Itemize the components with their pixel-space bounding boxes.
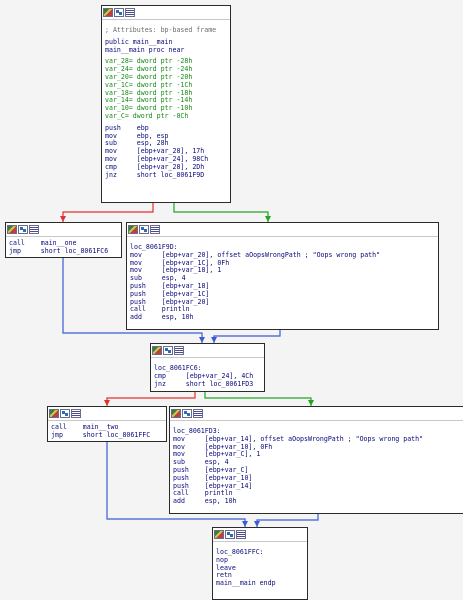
- instruction-line[interactable]: sub esp, 28h: [105, 139, 169, 148]
- block-code: ; Attributes: bp-based frame public main_…: [102, 20, 230, 181]
- instruction-line[interactable]: mov [ebp+var_24], 98Ch: [105, 154, 209, 163]
- stack-var-line[interactable]: var_14= dword ptr -14h: [105, 96, 193, 105]
- block-titlebar[interactable]: [127, 223, 438, 237]
- label-line[interactable]: main__main endp: [216, 579, 276, 588]
- label-line[interactable]: loc_8061F9D:: [130, 243, 178, 251]
- text-view-icon[interactable]: [71, 409, 81, 418]
- instruction-line[interactable]: sub esp, 4: [130, 274, 186, 283]
- block-titlebar[interactable]: [48, 407, 166, 421]
- block-main-entry[interactable]: ; Attributes: bp-based frame public main_…: [101, 5, 231, 203]
- instruction-line[interactable]: call main__two: [51, 423, 119, 431]
- block-titlebar[interactable]: [151, 344, 264, 358]
- stack-var-line[interactable]: var_18= dword ptr -18h: [105, 88, 193, 97]
- edge-loc-8061fc6-to-loc-8061fd3: [204, 392, 312, 406]
- instruction-line[interactable]: add esp, 10h: [130, 313, 194, 322]
- text-view-icon[interactable]: [236, 530, 246, 539]
- block-loc-8061fd3[interactable]: loc_8061FD3:mov [ebp+var_14], offset aOo…: [169, 406, 463, 514]
- stack-var-line[interactable]: var_20= dword ptr -20h: [105, 72, 193, 81]
- instruction-line[interactable]: cmp [ebp+var_24], 4Ch: [154, 371, 254, 380]
- set-color-icon[interactable]: [152, 346, 162, 355]
- edge-loc-8061f9d-to-loc-8061fc6: [213, 330, 281, 343]
- set-color-icon[interactable]: [214, 530, 224, 539]
- edge-loc-8061fd3-to-loc-8061ffc: [256, 514, 319, 527]
- instruction-line[interactable]: push [ebp+var_20]: [130, 297, 210, 306]
- instruction-line[interactable]: push [ebp+var_1C]: [130, 289, 210, 298]
- block-code: loc_8061FD3:mov [ebp+var_14], offset aOo…: [170, 421, 463, 508]
- text-view-icon[interactable]: [193, 409, 203, 418]
- block-titlebar[interactable]: [102, 6, 230, 20]
- stack-var-line[interactable]: var_C= dword ptr -0Ch: [105, 111, 189, 120]
- set-color-icon[interactable]: [49, 409, 59, 418]
- stack-var-line[interactable]: var_24= dword ptr -24h: [105, 65, 193, 74]
- group-nodes-icon[interactable]: [18, 225, 28, 234]
- block-code: loc_8061F9D:mov [ebp+var_20], offset aOo…: [127, 237, 438, 324]
- instruction-line[interactable]: jnz short loc_8061FD3: [154, 379, 254, 388]
- label-line[interactable]: loc_8061FD3:: [173, 427, 221, 435]
- block-titlebar[interactable]: [170, 407, 463, 421]
- instruction-line[interactable]: mov [ebp+var_28], 17h: [105, 147, 205, 156]
- instruction-line[interactable]: push [ebp+var_14]: [173, 481, 253, 490]
- text-view-icon[interactable]: [174, 346, 184, 355]
- block-loc-8061f9d[interactable]: loc_8061F9D:mov [ebp+var_20], offset aOo…: [126, 222, 439, 330]
- group-nodes-icon[interactable]: [139, 225, 149, 234]
- instruction-line[interactable]: mov [ebp+var_20], offset aOopsWrongPath …: [130, 250, 381, 259]
- instruction-line[interactable]: sub esp, 4: [173, 458, 229, 467]
- edge-main-entry-to-call-one: [62, 203, 154, 222]
- edge-loc-8061fc6-to-call-two: [106, 392, 196, 406]
- label-line[interactable]: main__main proc near: [105, 45, 185, 54]
- text-view-icon[interactable]: [125, 8, 135, 17]
- instruction-line[interactable]: jnz short loc_8061F9D: [105, 170, 205, 179]
- instruction-line[interactable]: add esp, 10h: [173, 497, 237, 506]
- label-line[interactable]: loc_8061FFC:: [216, 548, 264, 556]
- group-nodes-icon[interactable]: [225, 530, 235, 539]
- instruction-line[interactable]: push [ebp+var_18]: [130, 281, 210, 290]
- instruction-line[interactable]: jmp short loc_8061FFC: [51, 430, 151, 439]
- instruction-line[interactable]: cmp [ebp+var_28], 2Dh: [105, 162, 205, 171]
- instruction-line[interactable]: push [ebp+var_C]: [173, 465, 249, 474]
- instruction-line[interactable]: mov [ebp+var_10], 0Fh: [173, 442, 273, 451]
- stack-var-line[interactable]: var_10= dword ptr -10h: [105, 104, 193, 113]
- instruction-line[interactable]: nop: [216, 555, 228, 564]
- label-line[interactable]: loc_8061FC6:: [154, 364, 202, 372]
- stack-var-line[interactable]: var_1C= dword ptr -1Ch: [105, 80, 193, 89]
- group-nodes-icon[interactable]: [114, 8, 124, 17]
- label-line[interactable]: public main__main: [105, 37, 173, 46]
- instruction-line[interactable]: call println: [130, 305, 190, 314]
- group-nodes-icon[interactable]: [182, 409, 192, 418]
- stack-var-line[interactable]: var_28= dword ptr -28h: [105, 57, 193, 66]
- set-color-icon[interactable]: [128, 225, 138, 234]
- text-view-icon[interactable]: [29, 225, 39, 234]
- set-color-icon[interactable]: [171, 409, 181, 418]
- group-nodes-icon[interactable]: [60, 409, 70, 418]
- block-titlebar[interactable]: [6, 223, 121, 237]
- instruction-line[interactable]: retn: [216, 571, 232, 580]
- instruction-line[interactable]: call println: [173, 489, 233, 498]
- set-color-icon[interactable]: [7, 225, 17, 234]
- instruction-line[interactable]: mov [ebp+var_1C], 0Fh: [130, 258, 230, 267]
- instruction-line[interactable]: mov [ebp+var_18], 1: [130, 266, 222, 275]
- instruction-line[interactable]: push [ebp+var_10]: [173, 473, 253, 482]
- instruction-line[interactable]: mov [ebp+var_14], offset aOopsWrongPath …: [173, 434, 424, 443]
- comment-line[interactable]: ; Attributes: bp-based frame: [105, 26, 217, 34]
- instruction-line[interactable]: mov [ebp+var_C], 1: [173, 450, 261, 459]
- instruction-line[interactable]: jmp short loc_8061FC6: [9, 246, 109, 255]
- set-color-icon[interactable]: [103, 8, 113, 17]
- instruction-line[interactable]: push ebp: [105, 123, 149, 132]
- text-view-icon[interactable]: [150, 225, 160, 234]
- instruction-line[interactable]: mov ebp, esp: [105, 131, 169, 140]
- edge-main-entry-to-loc-8061f9d: [173, 203, 269, 222]
- group-nodes-icon[interactable]: [163, 346, 173, 355]
- instruction-line[interactable]: call main__one: [9, 239, 77, 247]
- block-titlebar[interactable]: [213, 528, 307, 542]
- instruction-line[interactable]: leave: [216, 563, 236, 572]
